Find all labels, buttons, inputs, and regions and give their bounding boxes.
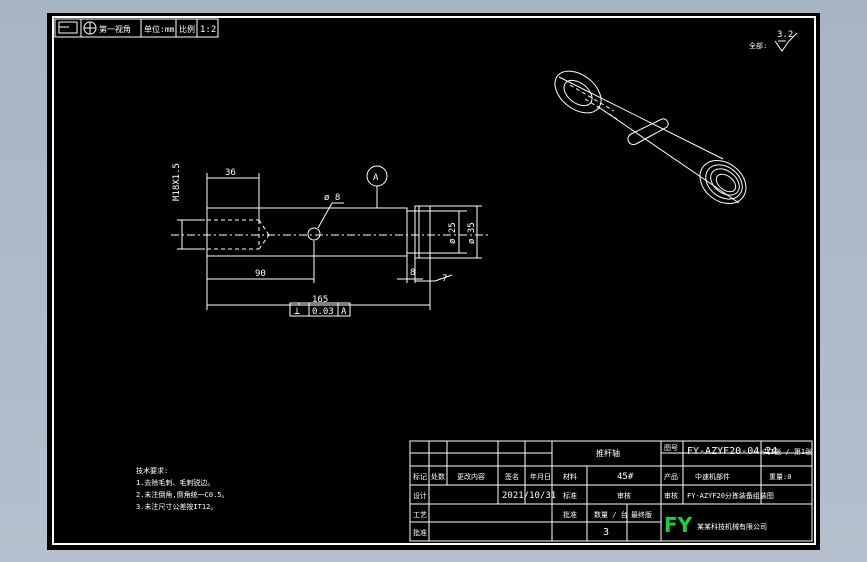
tb-material-label: 材料 <box>563 472 577 481</box>
datum-letter: A <box>373 173 379 183</box>
front-view <box>171 205 489 259</box>
tolerance-symbol: ⊥ <box>294 306 300 317</box>
isometric-view <box>554 70 747 204</box>
tb-count-label: 处数 <box>431 472 445 481</box>
notes-item-1: 1.去除毛刺、毛刺锐边。 <box>136 478 214 487</box>
tb-drawing-no: FY-AZYF20-04-24 <box>687 446 777 457</box>
iso-end-left <box>554 70 602 114</box>
dim-dia35: ø 35 <box>467 222 477 244</box>
dim-8: 8 <box>410 268 415 278</box>
surface-roughness: 全部: 3.2 <box>749 30 798 52</box>
dim-dia25: ø 25 <box>448 222 458 244</box>
tb-material: 45# <box>617 472 634 482</box>
tb-date: 2021/10/31 <box>502 491 556 501</box>
iso-end-right <box>699 160 747 204</box>
tb-sheet: 共1张 / 第1张 <box>763 447 812 456</box>
tb-company: 某某科技机械有限公司 <box>697 522 767 531</box>
tb-standard-label: 标准 <box>563 491 577 500</box>
tb-approve-label: 批准 <box>563 510 577 519</box>
dimensions: 36 M18X1.5 ø 8 A 90 165 8 7 ø 25 ø 35 <box>172 163 482 310</box>
top-left-label-box: 第一视角 单位:mm 比例 1:2 <box>54 18 219 38</box>
tolerance-datum: A <box>341 307 347 317</box>
roughness-value: 3.2 <box>777 30 793 40</box>
tb-weight: 重量:0 <box>769 473 791 481</box>
tb-product-label: 产品 <box>664 472 678 481</box>
tb-process-label: 工艺 <box>413 511 427 519</box>
company-logo: FY <box>664 513 693 537</box>
dim-thread: M18X1.5 <box>172 163 182 201</box>
tb-standard: 审核 <box>617 491 631 500</box>
dim-36: 36 <box>225 168 236 178</box>
roughness-prefix: 全部: <box>749 41 767 50</box>
tb-remark-label: 最终版 <box>631 510 652 519</box>
page-label: 第一视角 <box>99 24 131 34</box>
tb-project: FY-AZYF20分拣装备组装图 <box>687 491 774 500</box>
technical-notes: 技术要求: 1.去除毛刺、毛刺锐边。 2.未注倒角,倒角统一C0.5。 3.未注… <box>136 466 229 511</box>
tolerance-frame: ⊥ 0.03 A <box>289 302 351 317</box>
shaft-collar <box>414 205 431 259</box>
tb-designer-label: 设计 <box>413 491 427 500</box>
tb-sign-label: 签名 <box>505 472 519 481</box>
ratio-value: 1:2 <box>200 25 216 35</box>
tb-qty: 3 <box>603 527 609 538</box>
dim-7: 7 <box>442 274 447 284</box>
notes-title: 技术要求: <box>136 466 168 475</box>
tb-change-label: 更改内容 <box>457 472 485 481</box>
dim-90: 90 <box>255 269 266 279</box>
drawing-sheet: 第一视角 单位:mm 比例 1:2 全部: 3.2 <box>47 13 820 550</box>
cross-hole <box>307 227 321 241</box>
dim-hole: ø 8 <box>324 193 340 203</box>
roughness-icon <box>774 40 790 52</box>
notes-item-3: 3.未注尺寸公差按IT12。 <box>136 502 217 511</box>
tb-part-name: 推杆轴 <box>596 448 620 458</box>
tb-product: 中速机部件 <box>695 472 730 481</box>
tb-mark-label: 标记 <box>413 472 427 481</box>
sheet-border <box>52 16 816 545</box>
title-block: 推杆轴 图号 FY-AZYF20-04-24 共1张 / 第1张 标记 处数 更… <box>409 440 813 542</box>
tb-review-label: 审核 <box>664 491 678 500</box>
shaft-groove <box>406 210 416 254</box>
tb-date-label: 年月日 <box>530 472 551 481</box>
drawing-svg: 第一视角 单位:mm 比例 1:2 全部: 3.2 <box>52 16 816 545</box>
ratio-label: 比例 <box>179 24 195 34</box>
notes-item-2: 2.未注倒角,倒角统一C0.5。 <box>136 490 229 499</box>
tolerance-value: 0.03 <box>312 307 334 317</box>
dim-165: 165 <box>312 295 328 305</box>
scale-label: 单位:mm <box>144 24 175 34</box>
tb-qty-label: 数量 / 台 <box>594 510 628 519</box>
tb-drawing-label: 图号 <box>664 444 678 452</box>
tb-approve-label-2: 批准 <box>413 528 427 537</box>
iso-cross-hole <box>627 118 669 146</box>
